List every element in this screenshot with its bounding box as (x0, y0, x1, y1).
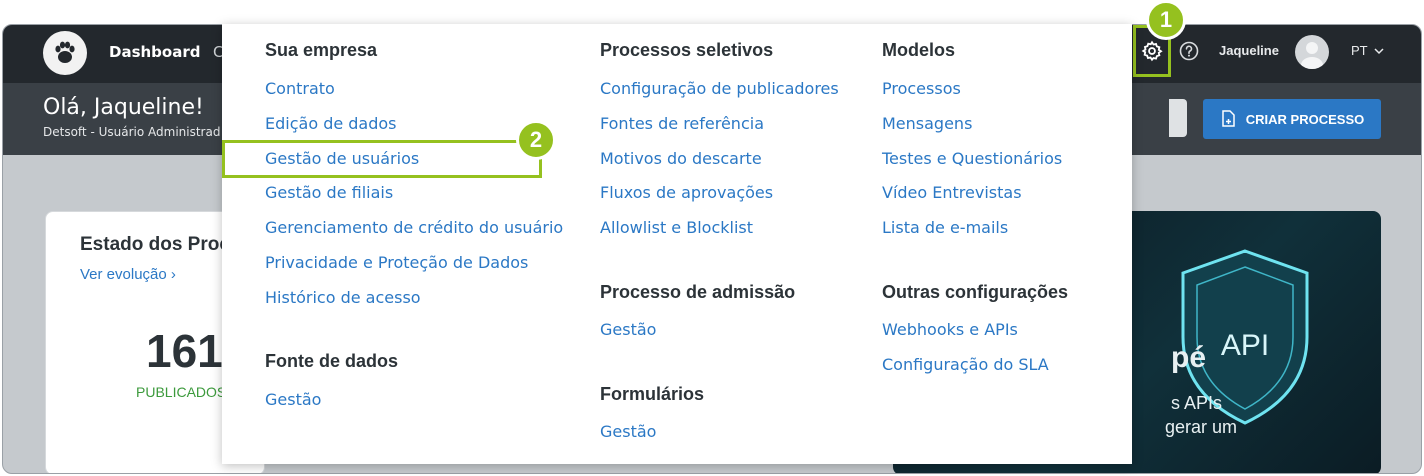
language-label: PT (1351, 43, 1368, 58)
published-label: PUBLICADOS (136, 384, 227, 400)
menu-link-admissao-gestao[interactable]: Gestão (600, 320, 657, 339)
nav-item-truncated[interactable]: C (213, 43, 224, 61)
menu-link-gestao-de-usuarios[interactable]: Gestão de usuários (265, 149, 420, 168)
view-evolution-label: Ver evolução (80, 266, 167, 283)
secondary-button[interactable] (1169, 99, 1187, 137)
menu-link-gestao-de-filiais[interactable]: Gestão de filiais (265, 183, 394, 202)
menu-link-privacidade[interactable]: Privacidade e Proteção de Dados (265, 253, 529, 272)
menu-link-historico-acesso[interactable]: Histórico de acesso (265, 288, 421, 307)
user-name[interactable]: Jaqueline (1219, 43, 1279, 58)
menu-link-lista-emails[interactable]: Lista de e-mails (882, 218, 1009, 237)
menu-heading-fonte-de-dados: Fonte de dados (265, 351, 399, 371)
paw-logo-icon[interactable] (43, 31, 87, 75)
menu-heading-processos-seletivos: Processos seletivos (600, 40, 774, 60)
menu-link-gerenciamento-credito[interactable]: Gerenciamento de crédito do usuário (265, 218, 564, 237)
menu-heading-formularios: Formulários (600, 384, 705, 404)
promo-text-line-2: gerar um (1165, 417, 1238, 437)
create-process-button[interactable]: CRIAR PROCESSO (1203, 99, 1381, 139)
gear-icon[interactable] (1141, 40, 1163, 62)
published-count: 161 (146, 325, 223, 377)
language-selector[interactable]: PT (1351, 43, 1384, 58)
document-add-icon (1222, 110, 1235, 127)
menu-link-fonte-gestao[interactable]: Gestão (265, 390, 322, 409)
api-shield-text: API (1221, 329, 1269, 362)
chevron-down-icon (1374, 48, 1384, 55)
callout-badge-2: 2 (516, 120, 556, 160)
menu-link-video-entrevistas[interactable]: Vídeo Entrevistas (882, 183, 1022, 202)
menu-heading-outras-configuracoes: Outras configurações (882, 282, 1069, 302)
menu-heading-sua-empresa: Sua empresa (265, 40, 378, 60)
callout-badge-1: 1 (1146, 0, 1186, 40)
page-title: Olá, Jaqueline! (43, 95, 204, 120)
menu-heading-processo-admissao: Processo de admissão (600, 282, 796, 302)
view-evolution-link[interactable]: Ver evolução › (80, 266, 176, 283)
gestao-usuarios-highlight-box (222, 140, 542, 178)
card-title: Estado dos Proc (80, 234, 230, 255)
menu-link-fontes-referencia[interactable]: Fontes de referência (600, 114, 764, 133)
menu-link-webhooks-apis[interactable]: Webhooks e APIs (882, 320, 1018, 339)
nav-item-dashboard[interactable]: Dashboard (109, 43, 201, 61)
menu-link-processos[interactable]: Processos (882, 79, 961, 98)
menu-link-edicao-de-dados[interactable]: Edição de dados (265, 114, 397, 133)
menu-link-configuracao-sla[interactable]: Configuração do SLA (882, 355, 1049, 374)
menu-link-mensagens[interactable]: Mensagens (882, 114, 973, 133)
menu-heading-modelos: Modelos (882, 40, 956, 60)
menu-link-contrato[interactable]: Contrato (265, 79, 335, 98)
menu-link-motivos-descarte[interactable]: Motivos do descarte (600, 149, 762, 168)
create-process-label: CRIAR PROCESSO (1245, 111, 1365, 127)
menu-link-allowlist-blocklist[interactable]: Allowlist e Blocklist (600, 218, 753, 237)
help-icon[interactable] (1179, 41, 1199, 61)
menu-link-config-publicadores[interactable]: Configuração de publicadores (600, 79, 839, 98)
menu-link-testes-questionarios[interactable]: Testes e Questionários (882, 149, 1063, 168)
settings-dropdown-menu: Sua empresa Contrato Edição de dados Ges… (222, 24, 1132, 464)
menu-link-formularios-gestao[interactable]: Gestão (600, 422, 657, 441)
promo-heading-fragment: pé (1171, 341, 1207, 374)
promo-text-line-1: s APIs (1171, 393, 1223, 413)
company-subtitle: Detsoft - Usuário Administrad (43, 125, 221, 139)
avatar[interactable] (1295, 35, 1329, 69)
menu-link-fluxos-aprovacoes[interactable]: Fluxos de aprovações (600, 183, 774, 202)
chevron-right-icon: › (170, 266, 176, 283)
